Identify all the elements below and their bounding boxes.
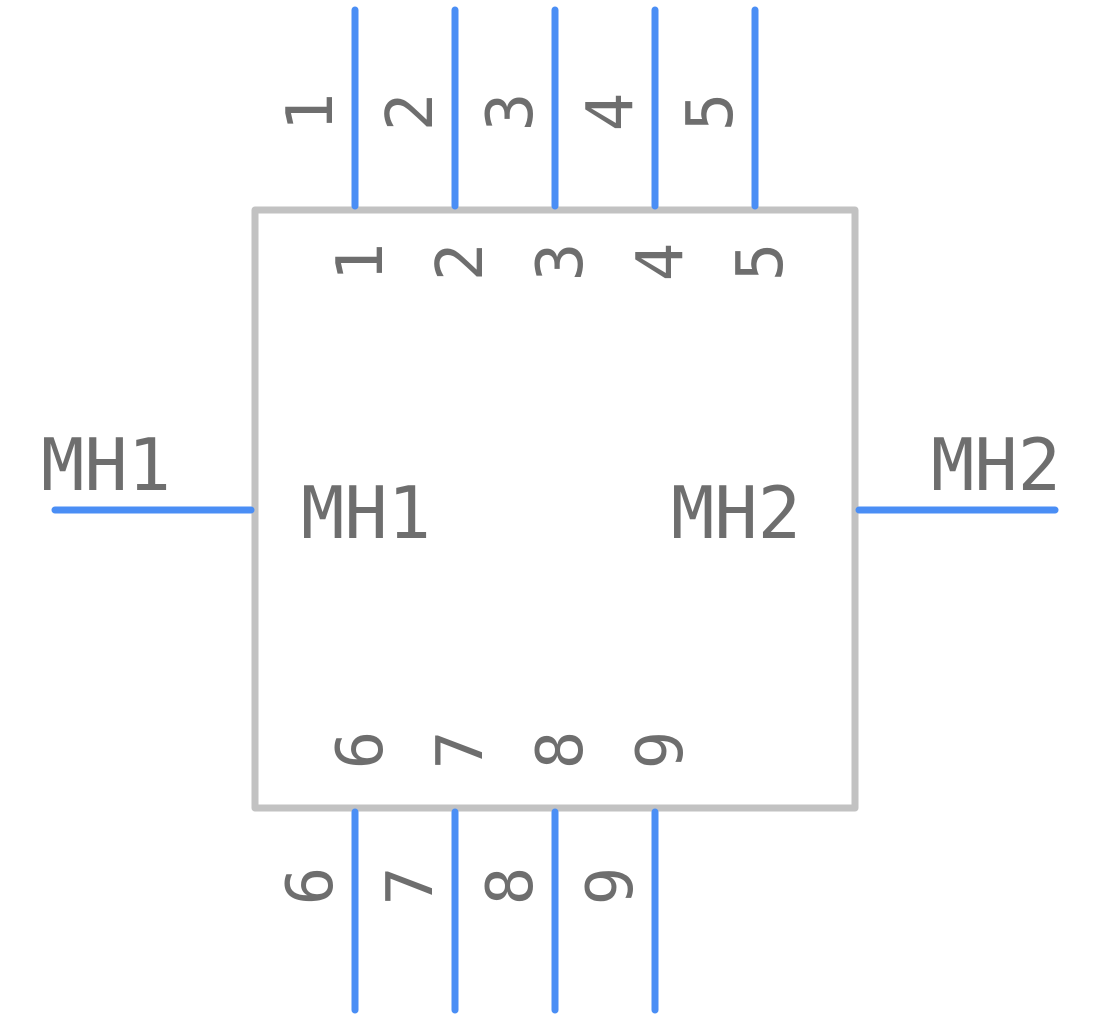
- pin-3-outer-label: 3: [474, 93, 548, 132]
- pin-8-inner-label: 8: [524, 731, 598, 770]
- pin-mh1-inner-label: MH1: [301, 471, 431, 555]
- pin-mh2-outer-label: MH2: [931, 423, 1061, 507]
- pin-5-inner-label: 5: [724, 243, 798, 282]
- pin-7-inner-label: 7: [424, 731, 498, 770]
- pin-9-inner-label: 9: [624, 731, 698, 770]
- pin-7-outer-label: 7: [374, 867, 448, 906]
- component-body: [251, 206, 859, 812]
- pin-mh1-outer-label: MH1: [41, 423, 171, 507]
- pin-6-outer-label: 6: [274, 867, 348, 906]
- top-pins: [351, 6, 759, 210]
- pin-3-inner-label: 3: [524, 243, 598, 282]
- pin-8-outer-label: 8: [474, 867, 548, 906]
- pin-4-outer-label: 4: [574, 93, 648, 132]
- pin-2-outer-label: 2: [374, 93, 448, 132]
- pin-9-outer-label: 9: [574, 867, 648, 906]
- pin-4-inner-label: 4: [624, 243, 698, 282]
- pin-6-inner-label: 6: [324, 731, 398, 770]
- bottom-pins: [351, 808, 659, 1014]
- pin-2-inner-label: 2: [424, 243, 498, 282]
- pin-5-outer-label: 5: [674, 93, 748, 132]
- pin-1-inner-label: 1: [324, 243, 398, 282]
- pin-mh2-inner-label: MH2: [671, 471, 801, 555]
- pin-1-outer-label: 1: [274, 93, 348, 132]
